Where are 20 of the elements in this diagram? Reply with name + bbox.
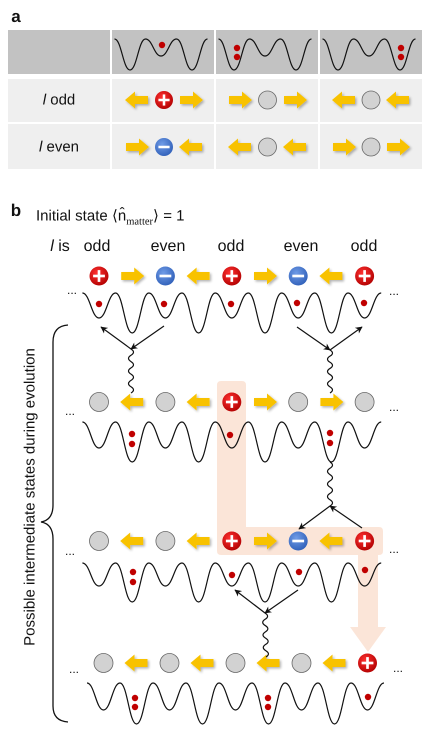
label-text: odd [218,238,244,256]
label-text: Initial state ⟨n̂$_{matter}$⟩ = 1 [36,207,184,229]
label-text: ... [389,285,399,299]
label-text: ... [389,401,399,415]
label-text: ... [69,663,79,677]
label-text: ... [65,545,75,559]
label-text: l odd [42,91,76,109]
label-text: ... [65,405,75,419]
label-text: even [150,238,186,256]
label-text: l is [50,238,70,256]
label-text: ... [389,543,399,557]
panel-letter: a [11,7,21,27]
label-text: l even [38,138,80,156]
axis-label: Possible intermediate states during evolution [21,348,39,646]
label-text: odd [350,238,378,256]
label-text: ... [393,662,403,676]
panel-letter: b [10,201,22,221]
label-text: even [284,238,318,256]
label-text: odd [84,238,110,256]
label-text: ... [67,284,77,298]
